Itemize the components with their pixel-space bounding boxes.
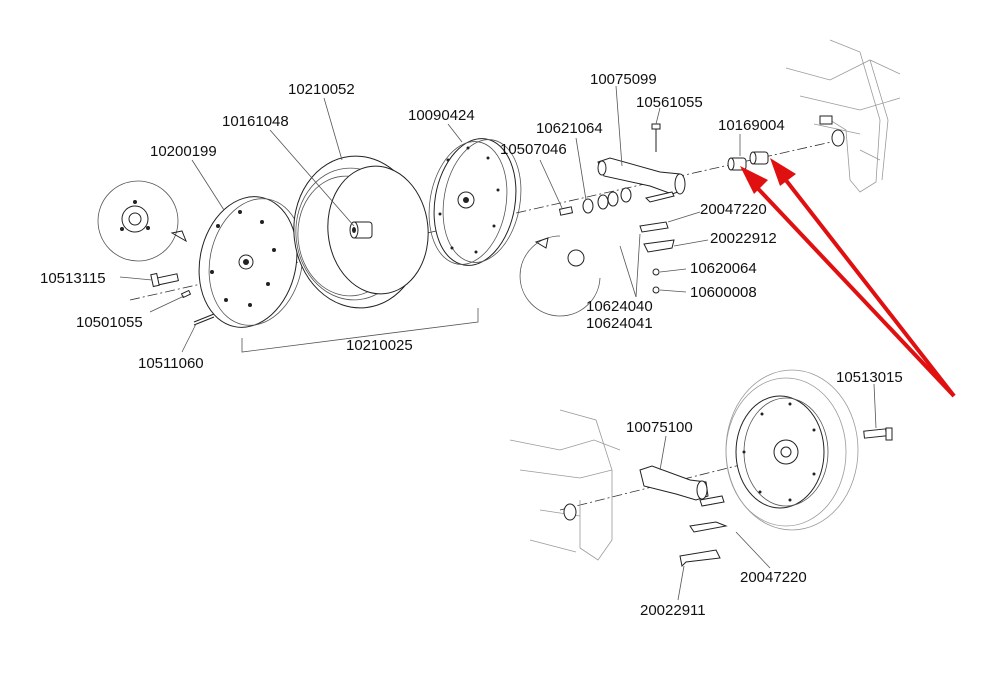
scraper-plates xyxy=(639,191,675,294)
arm-10075100 xyxy=(639,465,709,501)
spacers xyxy=(727,151,769,171)
label-10200199: 10200199 xyxy=(150,143,217,160)
hub-detail-view xyxy=(97,180,187,262)
frame-upper xyxy=(785,39,901,193)
label-10169004: 10169004 xyxy=(718,117,785,134)
frame-lower xyxy=(509,409,621,561)
bolt-10507046 xyxy=(558,206,574,216)
label-10075100: 10075100 xyxy=(626,419,693,436)
arrowhead-right xyxy=(770,158,796,186)
leader-lines xyxy=(119,85,877,601)
screw-10561055 xyxy=(651,123,661,152)
lower-wheel xyxy=(725,369,859,531)
label-10090424: 10090424 xyxy=(408,107,475,124)
label-10210052: 10210052 xyxy=(288,81,355,98)
washers xyxy=(582,187,632,214)
label-10513015: 10513015 xyxy=(836,369,903,386)
label-10511060: 10511060 xyxy=(138,355,204,372)
bearing xyxy=(349,221,373,239)
rim-disc xyxy=(428,138,522,266)
label-10600008: 10600008 xyxy=(690,284,757,301)
red-arrows xyxy=(740,158,956,398)
label-10507046: 10507046 xyxy=(500,141,567,158)
label-20022911: 20022911 xyxy=(640,602,706,619)
screw-10511060 xyxy=(193,313,215,326)
bolt-10513115 xyxy=(150,272,179,288)
label-10620064: 10620064 xyxy=(690,260,757,277)
assembly-bracket xyxy=(241,308,479,353)
arm-10075099 xyxy=(597,157,686,195)
label-10513115: 10513115 xyxy=(40,270,106,287)
label-10621064: 10621064 xyxy=(536,120,603,137)
label-10210025: 10210025 xyxy=(346,337,413,354)
label-10501055: 10501055 xyxy=(76,314,143,331)
label-10161048: 10161048 xyxy=(222,113,289,130)
label-10624040: 10624040 xyxy=(586,298,653,315)
label-20047220-top: 20047220 xyxy=(700,201,767,218)
label-20022912: 20022912 xyxy=(710,230,777,247)
label-10624041: 10624041 xyxy=(586,315,653,332)
arrowhead-left xyxy=(740,166,768,194)
scraper-detail-view xyxy=(519,235,601,317)
label-10075099: 10075099 xyxy=(590,71,657,88)
lower-scraper-plates xyxy=(679,495,728,568)
bolt-10513015 xyxy=(863,427,893,441)
label-20047220-bottom: 20047220 xyxy=(740,569,807,586)
label-10561055: 10561055 xyxy=(636,94,703,111)
hub-cap-disc xyxy=(198,196,304,328)
